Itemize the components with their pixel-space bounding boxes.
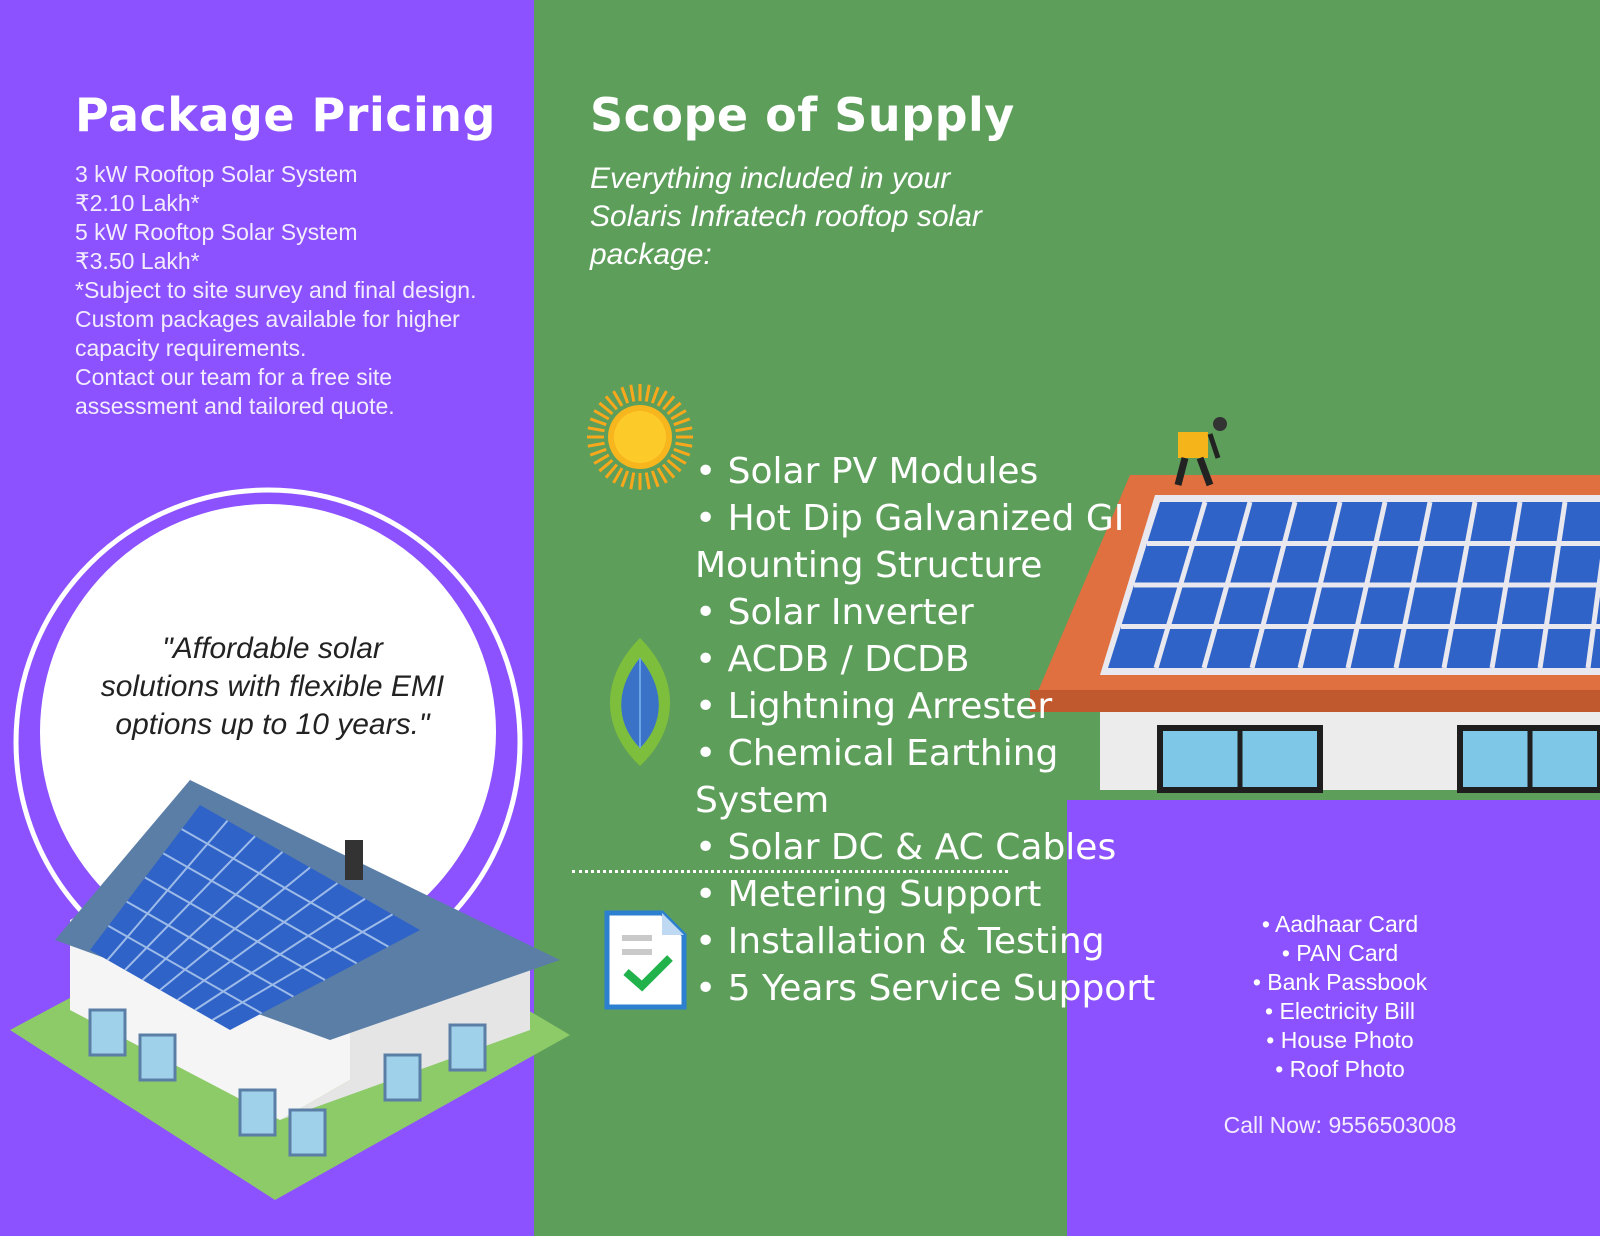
supply-item: • Solar PV Modules [695,451,1039,492]
emi-quote: "Affordable solar solutions with flexibl… [100,632,445,741]
pricing-line: 5 kW Rooftop Solar System [75,219,358,245]
supply-item: • Lightning Arrester [695,686,1053,727]
scope-subtitle: Everything included in your Solaris Infr… [590,162,982,271]
supply-item: • Metering Support [695,874,1042,915]
sun-icon [587,384,693,490]
rooftop-solar-illustration [1030,417,1600,793]
document-check-icon [604,910,687,1010]
document-item: • Bank Passbook [1252,969,1428,995]
supply-item: • Chemical Earthing System [695,733,1059,821]
supply-list: • Solar PV Modules • Hot Dip Galvanized … [695,448,1165,1012]
pricing-details: 3 kW Rooftop Solar System ₹2.10 Lakh* 5 … [75,160,495,421]
pricing-title: Package Pricing [75,88,496,142]
scope-title: Scope of Supply [590,88,1015,142]
supply-item: • Installation & Testing [695,921,1105,962]
document-item: • Roof Photo [1275,1056,1405,1082]
documents-panel [1067,800,1600,1236]
pricing-line: *Subject to site survey and final design… [75,277,477,303]
document-item: • PAN Card [1281,940,1399,966]
worker-figure [1174,417,1227,487]
supply-item: • Solar DC & AC Cables [695,827,1117,868]
house-illustration [10,780,570,1200]
dotted-divider [572,870,1008,873]
documents-list: • Aadhaar Card • PAN Card • Bank Passboo… [1200,910,1480,1084]
pricing-line: ₹3.50 Lakh* [75,248,200,274]
document-item: • Aadhaar Card [1261,911,1419,937]
pricing-line: Contact our team for a free site assessm… [75,364,395,419]
supply-item: • Hot Dip Galvanized GI Mounting Structu… [695,498,1125,586]
pricing-line: Custom packages available for higher cap… [75,306,460,361]
supply-item: • Solar Inverter [695,592,974,633]
pricing-line: ₹2.10 Lakh* [75,190,200,216]
pricing-line: 3 kW Rooftop Solar System [75,161,358,187]
supply-item: • 5 Years Service Support [695,968,1156,1009]
document-item: • Electricity Bill [1265,998,1415,1024]
document-item: • House Photo [1266,1027,1414,1053]
leaf-icon [610,638,670,766]
call-now-phone[interactable]: Call Now: 9556503008 [1223,1112,1457,1138]
supply-item: • ACDB / DCDB [695,639,970,680]
